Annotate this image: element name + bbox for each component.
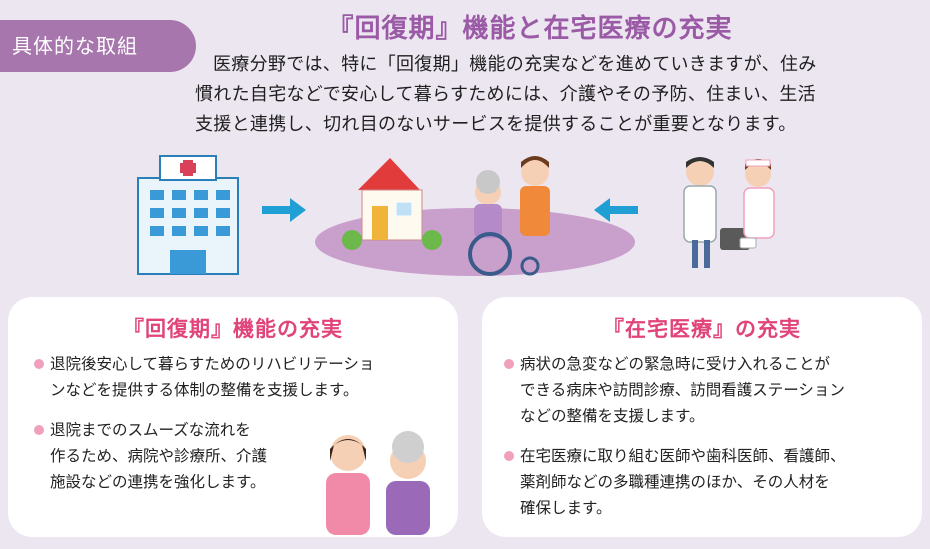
caregiver-wheelchair-icon <box>468 156 550 276</box>
home-medical-bullet-2: 在宅医療に取り組む医師や歯科医師、看護師、 薬剤師などの多職種連携のほか、その人… <box>502 443 917 521</box>
intro-line-2: 慣れた自宅などで安心して暮らすためには、介護やその予防、住まい、生活 <box>195 84 816 105</box>
intro-text: 医療分野では、特に「回復期」機能の充実などを進めていきますが、住み 慣れた自宅な… <box>195 50 895 140</box>
recovery-bullet-1-text: 退院後安心して暮らすためのリハビリテーショ ンなどを提供する体制の整備を支援しま… <box>50 355 375 399</box>
recovery-card-title: 『回復期』機能の充実 <box>123 317 343 341</box>
home-medical-card: 『在宅医療』の充実 病状の急変などの緊急時に受け入れることが できる病床や訪問診… <box>482 297 922 537</box>
home-medical-bullet-1-text: 病状の急変などの緊急時に受け入れることが できる病床や訪問診療、訪問看護ステーシ… <box>520 355 845 425</box>
recovery-bullet-1: 退院後安心して暮らすためのリハビリテーショ ンなどを提供する体制の整備を支援しま… <box>32 351 452 403</box>
section-tag-label: 具体的な取組 <box>12 34 138 58</box>
doctor-nurse-icon <box>683 157 775 268</box>
intro-line-3: 支援と連携し、切れ目のないサービスを提供することが重要となります。 <box>195 114 797 135</box>
recovery-bullet-2-text: 退院までのスムーズな流れを 作るため、病院や診療所、介護 施設などの連携を強化し… <box>50 421 268 491</box>
house-icon <box>342 158 442 250</box>
intro-line-1: 医療分野では、特に「回復期」機能の充実などを進めていきますが、住み <box>213 54 817 75</box>
arrow-left-icon <box>594 198 638 222</box>
home-medical-card-title: 『在宅医療』の充実 <box>603 317 801 341</box>
home-medical-bullet-1: 病状の急変などの緊急時に受け入れることが できる病床や訪問診療、訪問看護ステーシ… <box>502 351 917 429</box>
recovery-function-card: 『回復期』機能の充実 退院後安心して暮らすためのリハビリテーショ ンなどを提供す… <box>8 297 458 537</box>
hospital-icon <box>137 155 239 275</box>
arrow-right-icon <box>262 198 306 222</box>
illustration-row <box>0 150 930 290</box>
section-tag: 具体的な取組 <box>0 20 196 72</box>
recovery-bullet-2: 退院までのスムーズな流れを 作るため、病院や診療所、介護 施設などの連携を強化し… <box>32 417 312 495</box>
page-title: 『回復期』機能と在宅医療の充実 <box>327 14 733 44</box>
home-medical-bullet-2-text: 在宅医療に取り組む医師や歯科医師、看護師、 薬剤師などの多職種連携のほか、その人… <box>520 447 846 517</box>
caregiver-elder-icon <box>326 431 430 535</box>
